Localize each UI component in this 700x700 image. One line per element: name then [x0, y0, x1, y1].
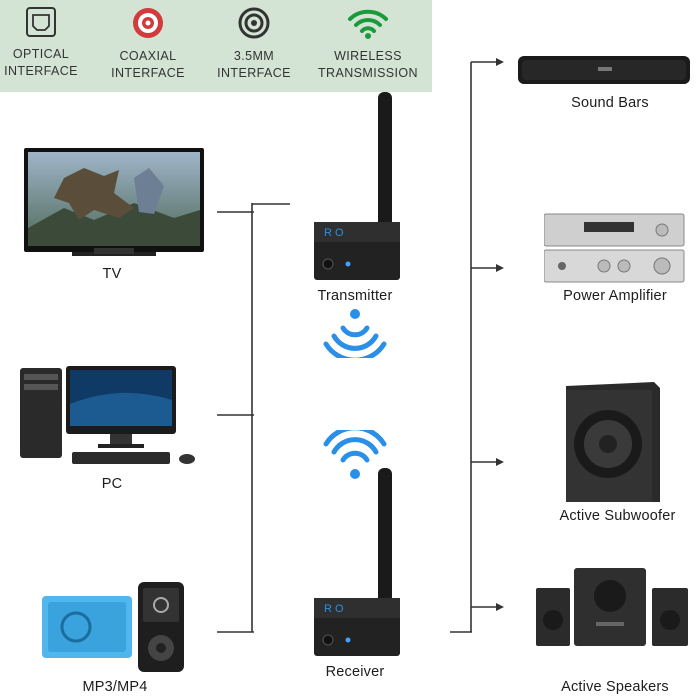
wireless-signal-icon	[323, 430, 387, 479]
pc-image	[20, 366, 195, 464]
speakers-image	[536, 568, 688, 646]
feature-wireless: WIRELESS TRANSMISSION	[316, 6, 420, 82]
amplifier-image	[544, 213, 685, 283]
feature-label: 3.5MM INTERFACE	[217, 49, 291, 80]
audio-jack-icon	[238, 7, 270, 39]
subwoofer-label: Active Subwoofer	[559, 508, 676, 524]
feature-label: OPTICAL INTERFACE	[4, 47, 78, 78]
amplifier-label: Power Amplifier	[563, 288, 667, 304]
feature-label: COAXIAL INTERFACE	[111, 49, 185, 80]
optical-port-icon	[26, 7, 56, 37]
wifi-icon	[348, 9, 388, 39]
tv-label: TV	[102, 266, 122, 282]
svg-text:R O: R O	[324, 227, 344, 239]
soundbar-image	[518, 56, 690, 84]
receiver-label: Receiver	[325, 664, 385, 680]
transmitter-image: R O	[314, 92, 400, 280]
feature-coaxial: COAXIAL INTERFACE	[96, 6, 200, 82]
tv-image	[24, 148, 204, 256]
subwoofer-image	[566, 382, 660, 502]
feature-bar: OPTICAL INTERFACE COAXIAL INTERFACE 3.5M…	[0, 0, 432, 92]
pc-label: PC	[101, 476, 123, 492]
coaxial-port-icon	[133, 8, 163, 38]
receiver-image: R O	[314, 468, 400, 656]
svg-text:R O: R O	[324, 603, 344, 615]
speakers-label: Active Speakers	[561, 679, 669, 695]
feature-label: WIRELESS TRANSMISSION	[318, 49, 418, 80]
mp3-player-image	[42, 582, 184, 672]
feature-optical: OPTICAL INTERFACE	[0, 6, 93, 80]
soundbar-label: Sound Bars	[571, 95, 649, 111]
transmitter-label: Transmitter	[317, 288, 393, 304]
wireless-signal-icon	[323, 309, 387, 358]
feature-jack: 3.5MM INTERFACE	[202, 6, 306, 82]
mp3-label: MP3/MP4	[82, 679, 148, 695]
